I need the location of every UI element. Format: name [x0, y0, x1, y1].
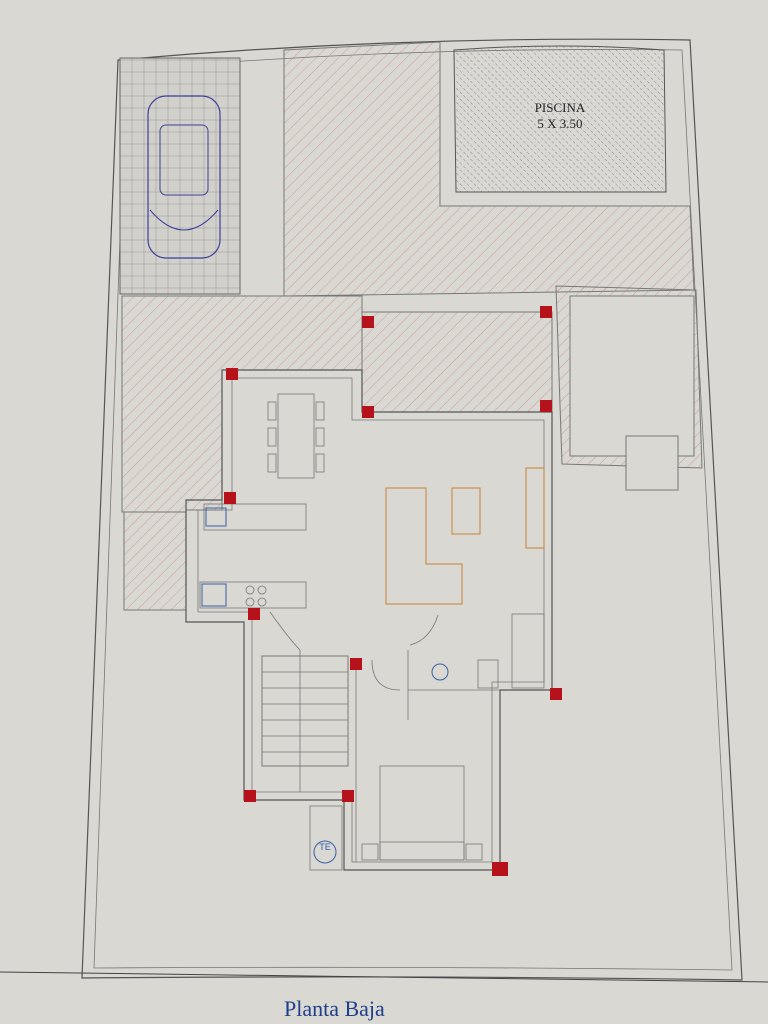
pool: PISCINA 5 X 3.50	[453, 45, 667, 193]
sofa	[385, 467, 545, 605]
parking-area	[119, 57, 241, 295]
plan-title: Planta Baja	[284, 996, 385, 1021]
bed	[361, 765, 483, 861]
dining-table	[267, 393, 325, 479]
pool-size: 5 X 3.50	[537, 116, 582, 131]
bathroom-fixtures	[431, 613, 545, 689]
structural-columns	[224, 306, 562, 876]
terrace-areas	[121, 41, 703, 611]
car-icon	[147, 95, 221, 259]
stairs	[261, 655, 349, 767]
pool-label: PISCINA	[535, 100, 586, 115]
water-heater: TE	[309, 805, 343, 871]
water-heater-label: TE	[319, 842, 331, 852]
house-walls	[185, 369, 553, 871]
kitchen-counters	[199, 503, 307, 609]
